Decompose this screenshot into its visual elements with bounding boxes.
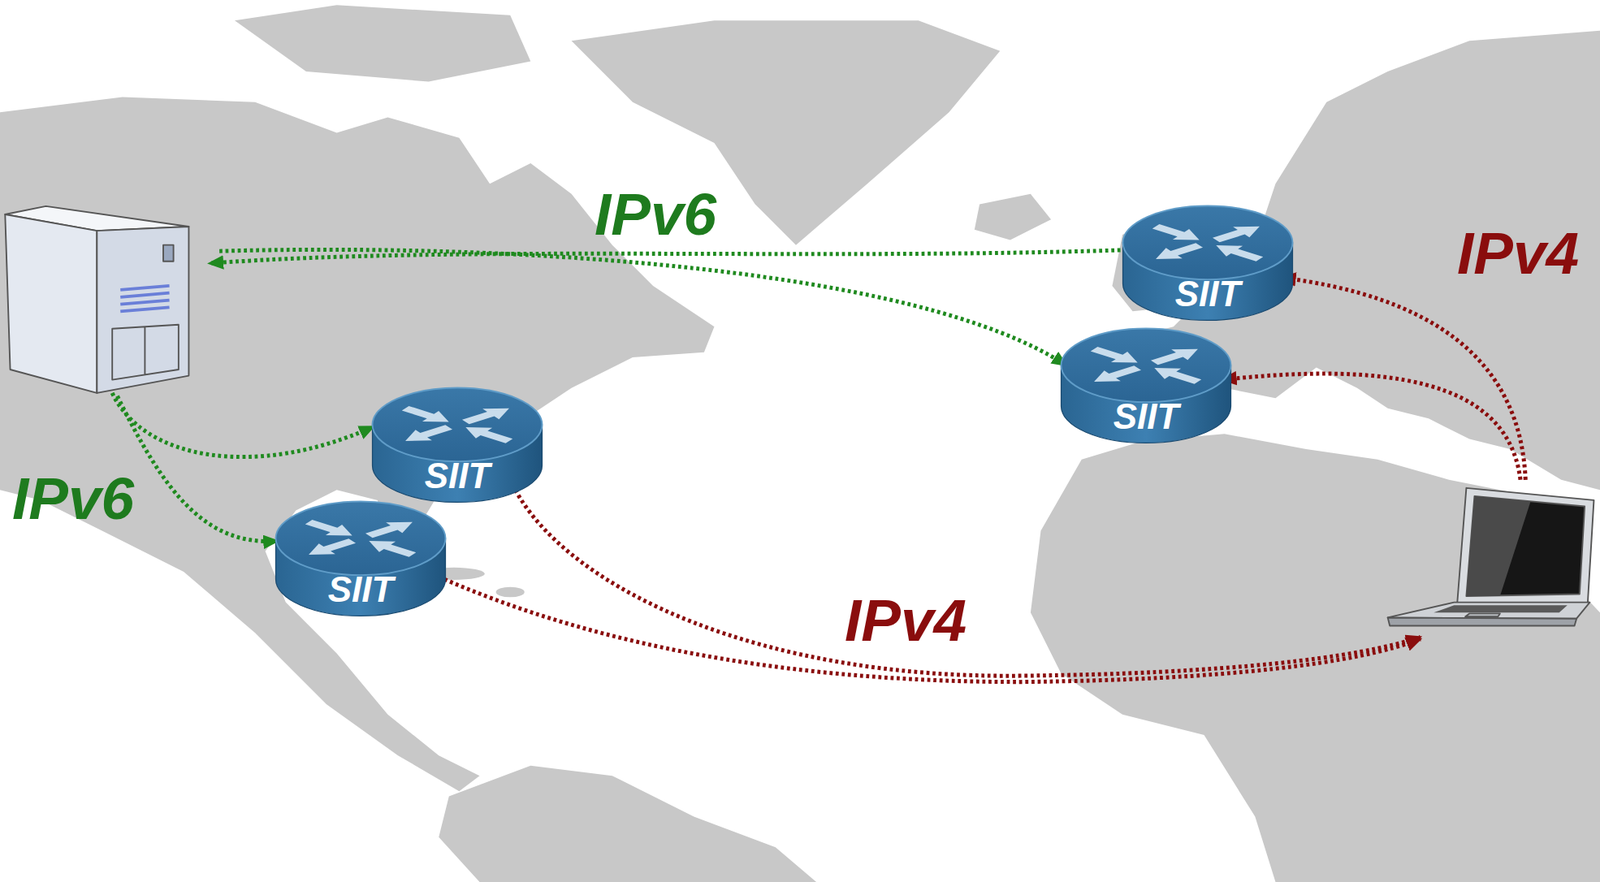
server-icon bbox=[4, 206, 189, 394]
router-top bbox=[276, 501, 446, 576]
server-switch bbox=[163, 245, 174, 262]
router-top bbox=[372, 388, 543, 463]
router-arrows bbox=[397, 402, 518, 446]
router-node: SIIT bbox=[1059, 326, 1233, 445]
router-arrow bbox=[1145, 363, 1207, 388]
laptop-lid bbox=[1457, 488, 1594, 605]
laptop-base bbox=[1388, 602, 1591, 619]
router-arrow bbox=[1145, 343, 1207, 368]
router-label: SIIT bbox=[1175, 276, 1242, 312]
router-arrow bbox=[300, 536, 361, 561]
ipv6-arrow bbox=[112, 393, 374, 458]
router-arrow bbox=[1207, 240, 1268, 265]
protocol-label: IPv6 bbox=[594, 184, 717, 244]
laptop-touchpad bbox=[1465, 613, 1501, 617]
protocol-label: IPv6 bbox=[12, 468, 135, 528]
laptop-screen bbox=[1465, 496, 1585, 597]
server-vent bbox=[120, 300, 169, 305]
router-label: SIIT bbox=[328, 571, 394, 608]
continents bbox=[0, 4, 1600, 882]
caribbean-island bbox=[496, 587, 525, 598]
laptop-icon bbox=[1388, 488, 1595, 627]
laptop-front bbox=[1388, 617, 1577, 626]
router-arrow bbox=[397, 402, 458, 428]
router-node: SIIT bbox=[370, 385, 545, 504]
protocol-label-box: IPv4 bbox=[1457, 223, 1579, 283]
router-arrow bbox=[1147, 240, 1208, 265]
ipv6-arrow bbox=[219, 249, 1067, 366]
router-arrows bbox=[1147, 220, 1268, 264]
protocol-label: IPv4 bbox=[1457, 223, 1579, 283]
router-arrows bbox=[1085, 343, 1207, 387]
server-panel bbox=[112, 324, 179, 381]
router-top bbox=[1061, 328, 1232, 403]
ipv4-arrow bbox=[514, 489, 1420, 676]
ipv6-arrow bbox=[116, 396, 277, 542]
router-label: SIIT bbox=[424, 458, 491, 494]
server-vent bbox=[120, 307, 169, 312]
router-arrow bbox=[1085, 343, 1146, 368]
ipv4-arrow bbox=[438, 576, 1421, 682]
arctic-islands bbox=[234, 4, 531, 82]
flow-arrows bbox=[112, 249, 1526, 682]
protocol-label-box: IPv6 bbox=[594, 184, 717, 244]
router-arrow bbox=[457, 422, 518, 447]
router-arrow bbox=[360, 516, 421, 541]
server-vent bbox=[120, 293, 169, 298]
router-arrows bbox=[300, 516, 421, 560]
protocol-label-box: IPv4 bbox=[844, 590, 967, 650]
router-arrow bbox=[1147, 220, 1208, 246]
server-front bbox=[96, 226, 189, 394]
router-node: SIIT bbox=[273, 499, 448, 618]
greenland bbox=[571, 20, 1001, 246]
south-america bbox=[438, 765, 817, 882]
iceland bbox=[974, 194, 1051, 241]
server-vent bbox=[120, 285, 169, 290]
router-top bbox=[1123, 206, 1293, 281]
router-node: SIIT bbox=[1120, 203, 1295, 322]
router-arrow bbox=[1207, 220, 1268, 246]
router-arrow bbox=[300, 516, 361, 541]
router-arrow bbox=[397, 422, 458, 447]
protocol-label: IPv4 bbox=[844, 590, 967, 650]
router-arrow bbox=[457, 402, 518, 428]
protocol-label-box: IPv6 bbox=[12, 468, 135, 528]
screen-glare bbox=[1465, 496, 1531, 597]
server-side bbox=[4, 214, 97, 394]
router-label: SIIT bbox=[1113, 398, 1180, 435]
ipv6-arrow bbox=[209, 250, 1121, 264]
router-arrow bbox=[360, 536, 421, 561]
africa bbox=[1030, 433, 1600, 882]
ipv4-arrow bbox=[1222, 373, 1521, 480]
laptop-keyboard bbox=[1433, 605, 1568, 613]
eurasia bbox=[1061, 30, 1600, 491]
router-arrow bbox=[1085, 363, 1146, 388]
